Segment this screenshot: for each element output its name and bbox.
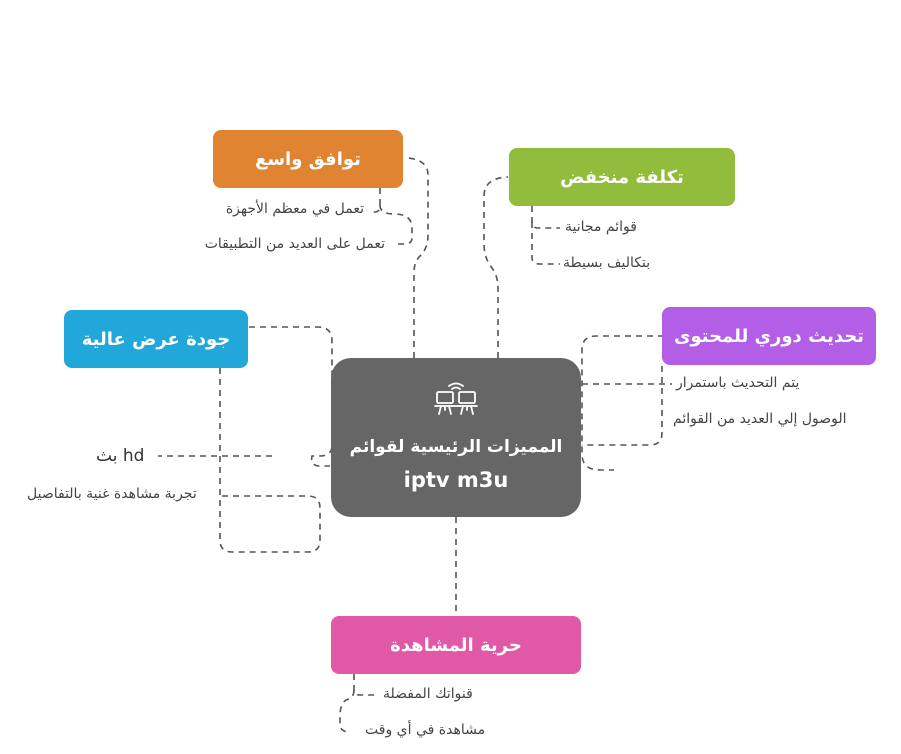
node-quality: جودة عرض عالية <box>64 310 248 368</box>
node-cost: تكلفة منخفض <box>509 148 735 206</box>
connector-center-quality <box>238 326 333 467</box>
connector-cost-leaf1 <box>531 206 560 229</box>
center-title: المميزات الرئيسية لقوائم <box>349 436 563 457</box>
connector-compat-leaf1 <box>372 188 381 213</box>
node-update-label: تحديث دوري للمحتوى <box>673 325 865 347</box>
leaf-compat-1: تعمل في معظم الأجهزة <box>225 201 364 217</box>
center-node: المميزات الرئيسية لقوائم iptv m3u <box>331 358 581 517</box>
node-freedom: حرية المشاهدة <box>331 616 581 674</box>
leaf-compat-2: تعمل على العديد من التطبيقات <box>204 236 385 252</box>
leaf-freedom-2: مشاهدة في أي وقت <box>365 722 486 738</box>
node-compat: توافق واسع <box>213 130 403 188</box>
iptv-devices-icon <box>434 382 478 415</box>
node-compat-label: توافق واسع <box>255 148 361 170</box>
node-quality-label: جودة عرض عالية <box>81 328 231 350</box>
leaf-freedom-1: قنواتك المفضلة <box>383 686 473 702</box>
connector-freedom-leaf1 <box>353 674 378 696</box>
leaf-cost-2: بتكاليف بسيطة <box>563 255 651 271</box>
connector-cost-leaf2 <box>531 222 560 265</box>
connector-center-compat <box>407 157 429 358</box>
connector-quality-leaf2 <box>218 368 321 553</box>
leaf-update-1: يتم التحديث باستمرار <box>676 375 800 391</box>
leaf-cost-1: قوائم مجانية <box>565 219 637 235</box>
leaf-quality-2: تجربة مشاهدة غنية بالتفاصيل <box>27 486 197 502</box>
leaf-update-2: الوصول إلي العديد من القوائم <box>673 411 847 427</box>
connector-update-leaf2 <box>582 366 663 446</box>
node-update: تحديث دوري للمحتوى <box>662 307 876 365</box>
connector-freedom-leaf2 <box>339 689 355 733</box>
leaf-quality-1: hd بث <box>96 446 145 466</box>
connector-center-cost <box>483 176 509 358</box>
center-subtitle: iptv m3u <box>403 467 509 492</box>
node-cost-label: تكلفة منخفض <box>560 166 684 188</box>
node-freedom-label: حرية المشاهدة <box>390 634 522 656</box>
connector-compat-leaf2 <box>379 204 413 245</box>
connector-center-update <box>581 335 664 471</box>
